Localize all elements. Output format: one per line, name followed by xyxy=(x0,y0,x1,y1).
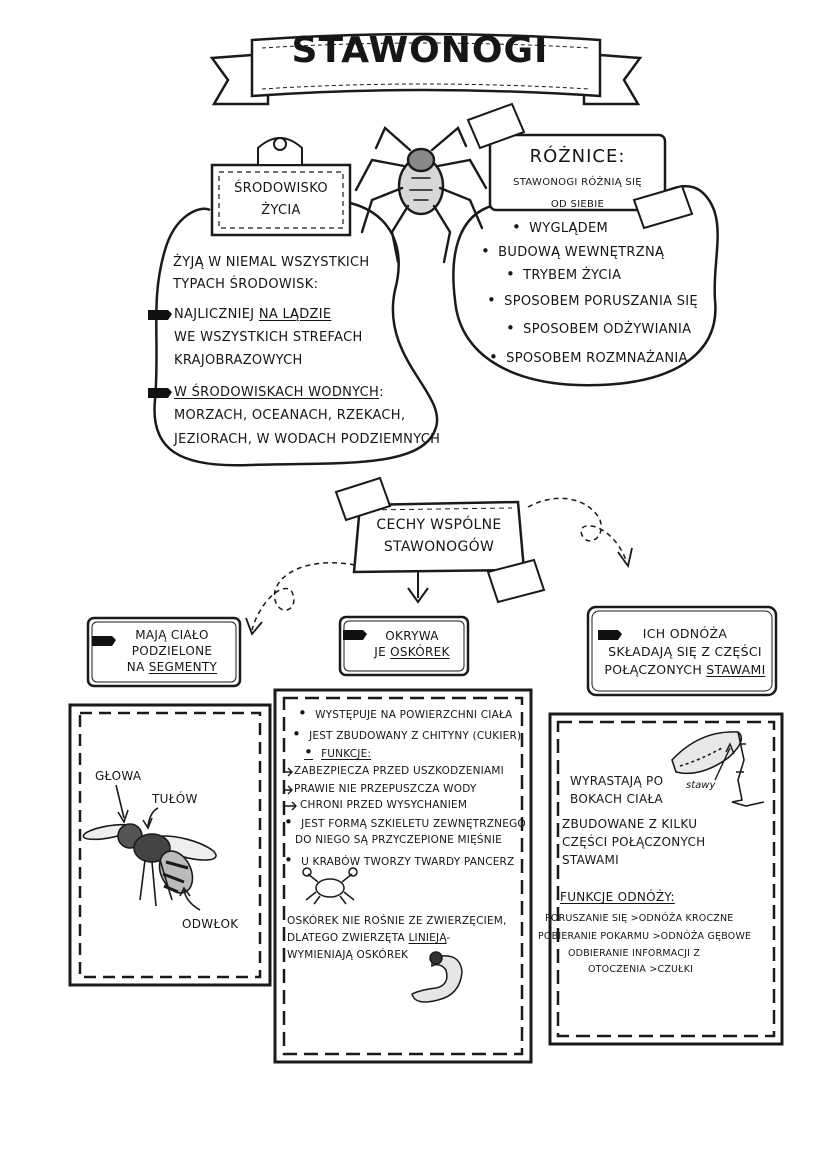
crab-illustration xyxy=(302,867,358,905)
limbs-text2-line2: CZĘŚCI POŁĄCZONYCH xyxy=(562,835,706,849)
habitat-land-line1: NAJLICZNIEJ NA LĄDZIE xyxy=(174,303,331,327)
segments-line3: NA SEGMENTY xyxy=(112,659,232,675)
difference-item: SPOSOBEM ROZMNAŻANIA xyxy=(489,345,688,371)
cuticle-bullet: JEST ZBUDOWANY Z CHITYNY (CUKIER) xyxy=(292,727,521,744)
cuticle-bullet: U KRABÓW TWORZY TWARDY PANCERZ xyxy=(284,853,514,870)
common-line2: STAWONOGÓW xyxy=(383,539,495,555)
cuticle-line2: JE OSKÓREK xyxy=(362,644,462,660)
habitat-water-colon: : xyxy=(379,385,384,400)
limbs-text1-line1: WYRASTAJĄ PO xyxy=(570,774,664,788)
limbs-line3: POŁĄCZONYCH STAWAMI xyxy=(598,661,772,679)
larva-illustration xyxy=(411,951,463,1003)
function-arrows xyxy=(283,767,297,811)
differences-heading: RÓŻNICE: xyxy=(529,146,626,167)
habitat-frame xyxy=(153,137,439,467)
cuticle-molt-prefix: DLATEGO ZWIERZĘTA xyxy=(287,932,409,944)
leg-illustration xyxy=(671,731,765,807)
limbs-line3-prefix: POŁĄCZONYCH xyxy=(604,662,707,677)
common-heading: CECHY WSPÓLNE STAWONOGÓW xyxy=(356,514,522,558)
common-line1: CECHY WSPÓLNE xyxy=(376,517,502,533)
cuticle-box: OKRYWA JE OSKÓREK xyxy=(362,628,462,660)
habitat-land-line3: KRAJOBRAZOWYCH xyxy=(174,353,303,368)
habitat-water-line3: JEZIORACH, W WODACH PODZIEMNYCH xyxy=(174,432,441,447)
limbs-line1: ICH ODNÓŻA xyxy=(642,626,728,641)
segments-line3-underlined: SEGMENTY xyxy=(148,660,218,674)
habitat-water-line2: MORZACH, OCEANACH, RZEKACH, xyxy=(174,408,406,423)
limbs-functions-label: FUNKCJE ODNÓŻY: xyxy=(560,890,675,904)
limbs-function: ODBIERANIE INFORMACJI Z xyxy=(568,948,701,959)
difference-item: SPOSOBEM PORUSZANIA SIĘ xyxy=(487,288,698,314)
difference-item: SPOSOBEM ODŻYWIANIA xyxy=(506,316,691,342)
cuticle-molt-line2: DLATEGO ZWIERZĘTA LINIEJĄ- xyxy=(287,931,450,946)
habitat-heading-line1: ŚRODOWISKO xyxy=(234,181,328,196)
difference-item: TRYBEM ŻYCIA xyxy=(506,262,621,288)
cuticle-line2-prefix: JE xyxy=(374,645,391,659)
joints-label: stawy xyxy=(686,780,716,791)
limbs-box: ICH ODNÓŻA SKŁADAJĄ SIĘ Z CZĘŚCI POŁĄCZO… xyxy=(598,625,772,679)
cuticle-functions-label: FUNKCJE: xyxy=(304,745,371,762)
page-title: STAWONOGI xyxy=(291,30,549,71)
segments-line1: MAJĄ CIAŁO xyxy=(135,628,209,642)
cuticle-bullet-cont: DO NIEGO SĄ PRZYCZEPIONE MIĘŚNIE xyxy=(295,834,502,846)
difference-item: BUDOWĄ WEWNĘTRZNĄ xyxy=(481,239,664,265)
difference-item: WYGLĄDEM xyxy=(512,215,608,241)
segments-line3-prefix: NA xyxy=(126,660,149,674)
limbs-line2: SKŁADAJĄ SIĘ Z CZĘŚCI xyxy=(608,644,762,659)
habitat-intro-line2: TYPACH ŚRODOWISK: xyxy=(173,277,319,292)
common-frame xyxy=(245,476,633,636)
habitat-heading-line2: ŻYCIA xyxy=(261,203,301,218)
differences-sub-line1: STAWONOGI RÓŻNIĄ SIĘ xyxy=(513,177,642,188)
segments-line2: PODZIELONE xyxy=(131,644,213,658)
limbs-text2-line3: STAWAMI xyxy=(562,853,619,867)
habitat-land-line2: WE WSZYSTKICH STREFACH xyxy=(174,330,363,345)
cuticle-molt-suffix: - xyxy=(446,932,451,944)
differences-subtitle: STAWONOGI RÓŻNIĄ SIĘ OD SIEBIE xyxy=(490,172,665,216)
limbs-function: POBIERANIE POKARMU >ODNÓŻA GĘBOWE xyxy=(538,931,752,942)
detail-panels xyxy=(68,688,784,1064)
habitat-land-prefix: NAJLICZNIEJ xyxy=(174,307,259,322)
habitat-intro-line1: ŻYJĄ W NIEMAL WSZYSTKICH xyxy=(173,255,370,270)
label-thorax: TUŁÓW xyxy=(152,792,198,806)
wasp-illustration xyxy=(82,784,217,911)
cuticle-molt-underlined: LINIEJĄ xyxy=(408,932,447,944)
label-head: GŁOWA xyxy=(95,769,142,783)
cuticle-molt-line3: WYMIENIAJĄ OSKÓREK xyxy=(287,949,409,961)
cuticle-bullet: JEST FORMĄ SZKIELETU ZEWNĘTRZNEGO xyxy=(284,815,526,832)
title-banner xyxy=(209,32,643,106)
cuticle-line2-underlined: OSKÓREK xyxy=(390,645,450,659)
spider-illustration xyxy=(354,126,488,264)
habitat-heading: ŚRODOWISKO ŻYCIA xyxy=(212,178,350,222)
limbs-text1-line2: BOKACH CIAŁA xyxy=(570,792,664,806)
limbs-text2-line1: ZBUDOWANE Z KILKU xyxy=(562,817,698,831)
limbs-function: PORUSZANIE SIĘ >ODNÓŻA KROCZNE xyxy=(545,913,734,924)
cuticle-molt-line1: OSKÓREK NIE ROŚNIE ZE ZWIERZĘCIEM, xyxy=(287,915,507,927)
differences-frame xyxy=(452,102,719,387)
pointing-hand-icons xyxy=(92,310,622,646)
cuticle-function: CHRONI PRZED WYSYCHANIEM xyxy=(300,799,468,811)
habitat-water-line1: W ŚRODOWISKACH WODNYCH: xyxy=(174,381,384,405)
cuticle-line1: OKRYWA xyxy=(385,629,439,643)
cuticle-bullet: WYSTĘPUJE NA POWIERZCHNI CIAŁA xyxy=(298,706,512,723)
limbs-function: OTOCZENIA >CZUŁKI xyxy=(588,964,694,975)
differences-sub-line2: OD SIEBIE xyxy=(550,199,605,210)
segments-box: MAJĄ CIAŁO PODZIELONE NA SEGMENTY xyxy=(112,627,232,675)
limbs-line3-underlined: STAWAMI xyxy=(706,662,766,677)
cuticle-function: PRAWIE NIE PRZEPUSZCZA WODY xyxy=(294,783,477,795)
habitat-water-underlined: W ŚRODOWISKACH WODNYCH xyxy=(174,385,380,400)
habitat-land-underlined: NA LĄDZIE xyxy=(258,307,332,322)
label-abdomen: ODWŁOK xyxy=(182,917,239,931)
feature-boxes xyxy=(86,605,778,697)
cuticle-function: ZABEZPIECZA PRZED USZKODZENIAMI xyxy=(294,765,504,777)
